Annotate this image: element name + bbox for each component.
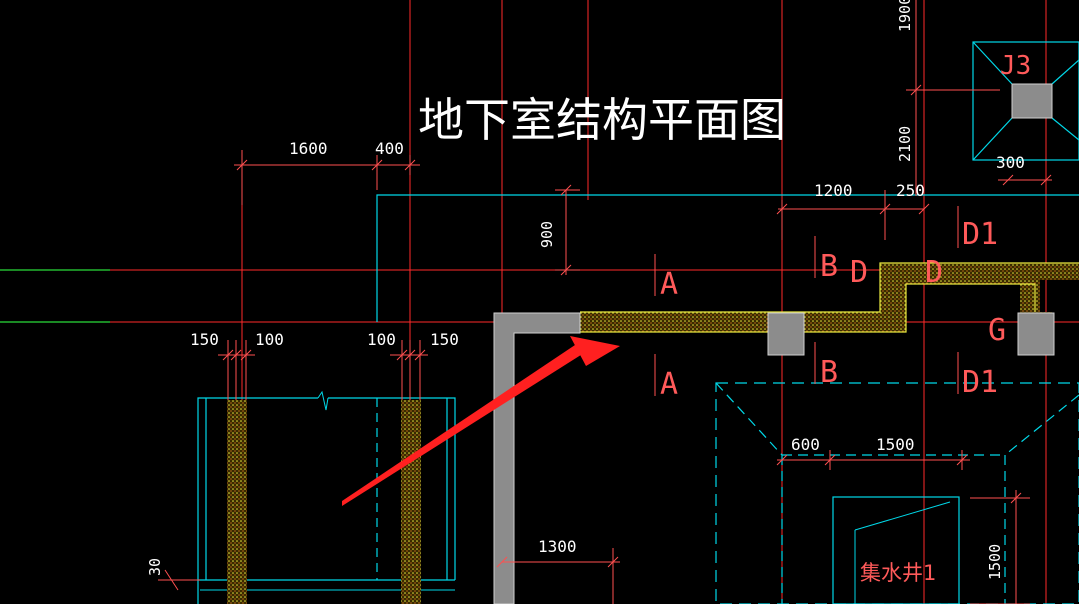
wall-outlines xyxy=(197,41,1079,604)
sump-label: 集水井1 xyxy=(860,561,936,585)
dim-1900: 1900 xyxy=(896,0,914,32)
concrete-members xyxy=(493,83,1055,604)
dim-150-right: 150 xyxy=(430,330,459,349)
section-mark-d1-bottom: D1 xyxy=(962,365,998,400)
dim-1500: 1500 xyxy=(876,435,915,454)
dim-1600: 1600 xyxy=(289,139,328,158)
green-axis-lines xyxy=(0,269,110,323)
dim-1200: 1200 xyxy=(814,181,853,200)
dim-100-left: 100 xyxy=(255,330,284,349)
drawing-title: 地下室结构平面图 xyxy=(418,93,786,147)
section-mark-g: G xyxy=(988,313,1006,348)
dim-2100: 2100 xyxy=(896,126,914,162)
dimension-ticks xyxy=(222,84,1052,568)
dim-100-right: 100 xyxy=(367,330,396,349)
section-mark-d-right: D xyxy=(925,255,943,290)
dim-250: 250 xyxy=(896,181,925,200)
dim-1500-vertical: 1500 xyxy=(986,544,1004,580)
dim-400: 400 xyxy=(375,139,404,158)
hatched-strips xyxy=(227,263,1079,604)
section-mark-d: D xyxy=(850,255,868,290)
dim-300: 300 xyxy=(996,153,1025,172)
section-mark-d1-top: D1 xyxy=(962,217,998,252)
dimension-lines xyxy=(158,0,1052,604)
pointer-arrow-icon xyxy=(342,336,620,506)
section-mark-a-top: A xyxy=(660,267,678,302)
section-mark-b-bottom: B xyxy=(820,355,838,390)
dim-1300: 1300 xyxy=(538,537,577,556)
section-mark-a-bottom: A xyxy=(660,367,678,402)
dim-150-left: 150 xyxy=(190,330,219,349)
dim-900: 900 xyxy=(538,221,556,248)
axis-lines xyxy=(110,0,1079,604)
dim-30: 30 xyxy=(146,558,164,576)
section-mark-j3: J3 xyxy=(1000,51,1031,81)
section-mark-b-top: B xyxy=(820,249,838,284)
dim-600: 600 xyxy=(791,435,820,454)
